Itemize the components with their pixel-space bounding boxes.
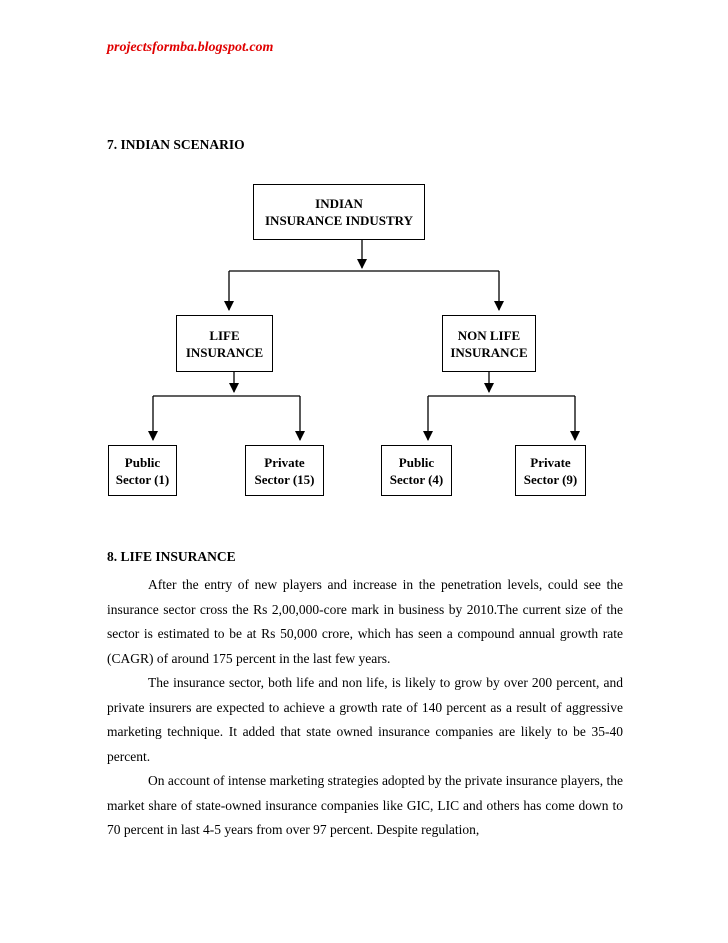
life-private-line1: Private: [264, 454, 305, 470]
root-line1: INDIAN: [315, 196, 363, 211]
nonlife-public-line1: Public: [398, 454, 435, 470]
life-line1: LIFE: [209, 327, 240, 343]
life-public-sector-box: Public Sector (1): [108, 445, 177, 496]
nonlife-public-line2: Sector (4): [389, 471, 444, 487]
section-8-heading: 8. LIFE INSURANCE: [107, 549, 236, 564]
life-insurance-box: LIFE INSURANCE: [176, 315, 273, 372]
paragraph: After the entry of new players and incre…: [107, 577, 623, 666]
indian-insurance-industry-box: INDIAN INSURANCE INDUSTRY: [253, 184, 425, 240]
root-line2: INSURANCE INDUSTRY: [265, 213, 413, 228]
nonlife-public-sector-box: Public Sector (4): [381, 445, 452, 496]
life-insurance-body: After the entry of new players and incre…: [107, 573, 623, 843]
life-private-line2: Sector (15): [254, 471, 315, 487]
nonlife-private-line1: Private: [530, 454, 571, 470]
blog-watermark: projectsformba.blogspot.com: [107, 40, 274, 55]
non-life-insurance-box: NON LIFE INSURANCE: [442, 315, 536, 372]
life-public-line1: Public: [124, 454, 161, 470]
nonlife-private-sector-box: Private Sector (9): [515, 445, 586, 496]
section-7-heading: 7. INDIAN SCENARIO: [107, 137, 245, 152]
nonlife-line2: INSURANCE: [450, 344, 528, 360]
nonlife-line1: NON LIFE: [457, 327, 521, 343]
life-public-line2: Sector (1): [115, 471, 170, 487]
insurance-hierarchy-connectors: [148, 240, 580, 441]
life-line2: INSURANCE: [185, 344, 264, 360]
paragraph: On account of intense marketing strategi…: [107, 773, 623, 837]
nonlife-private-line2: Sector (9): [523, 471, 578, 487]
life-private-sector-box: Private Sector (15): [245, 445, 324, 496]
paragraph: The insurance sector, both life and non …: [107, 675, 623, 764]
